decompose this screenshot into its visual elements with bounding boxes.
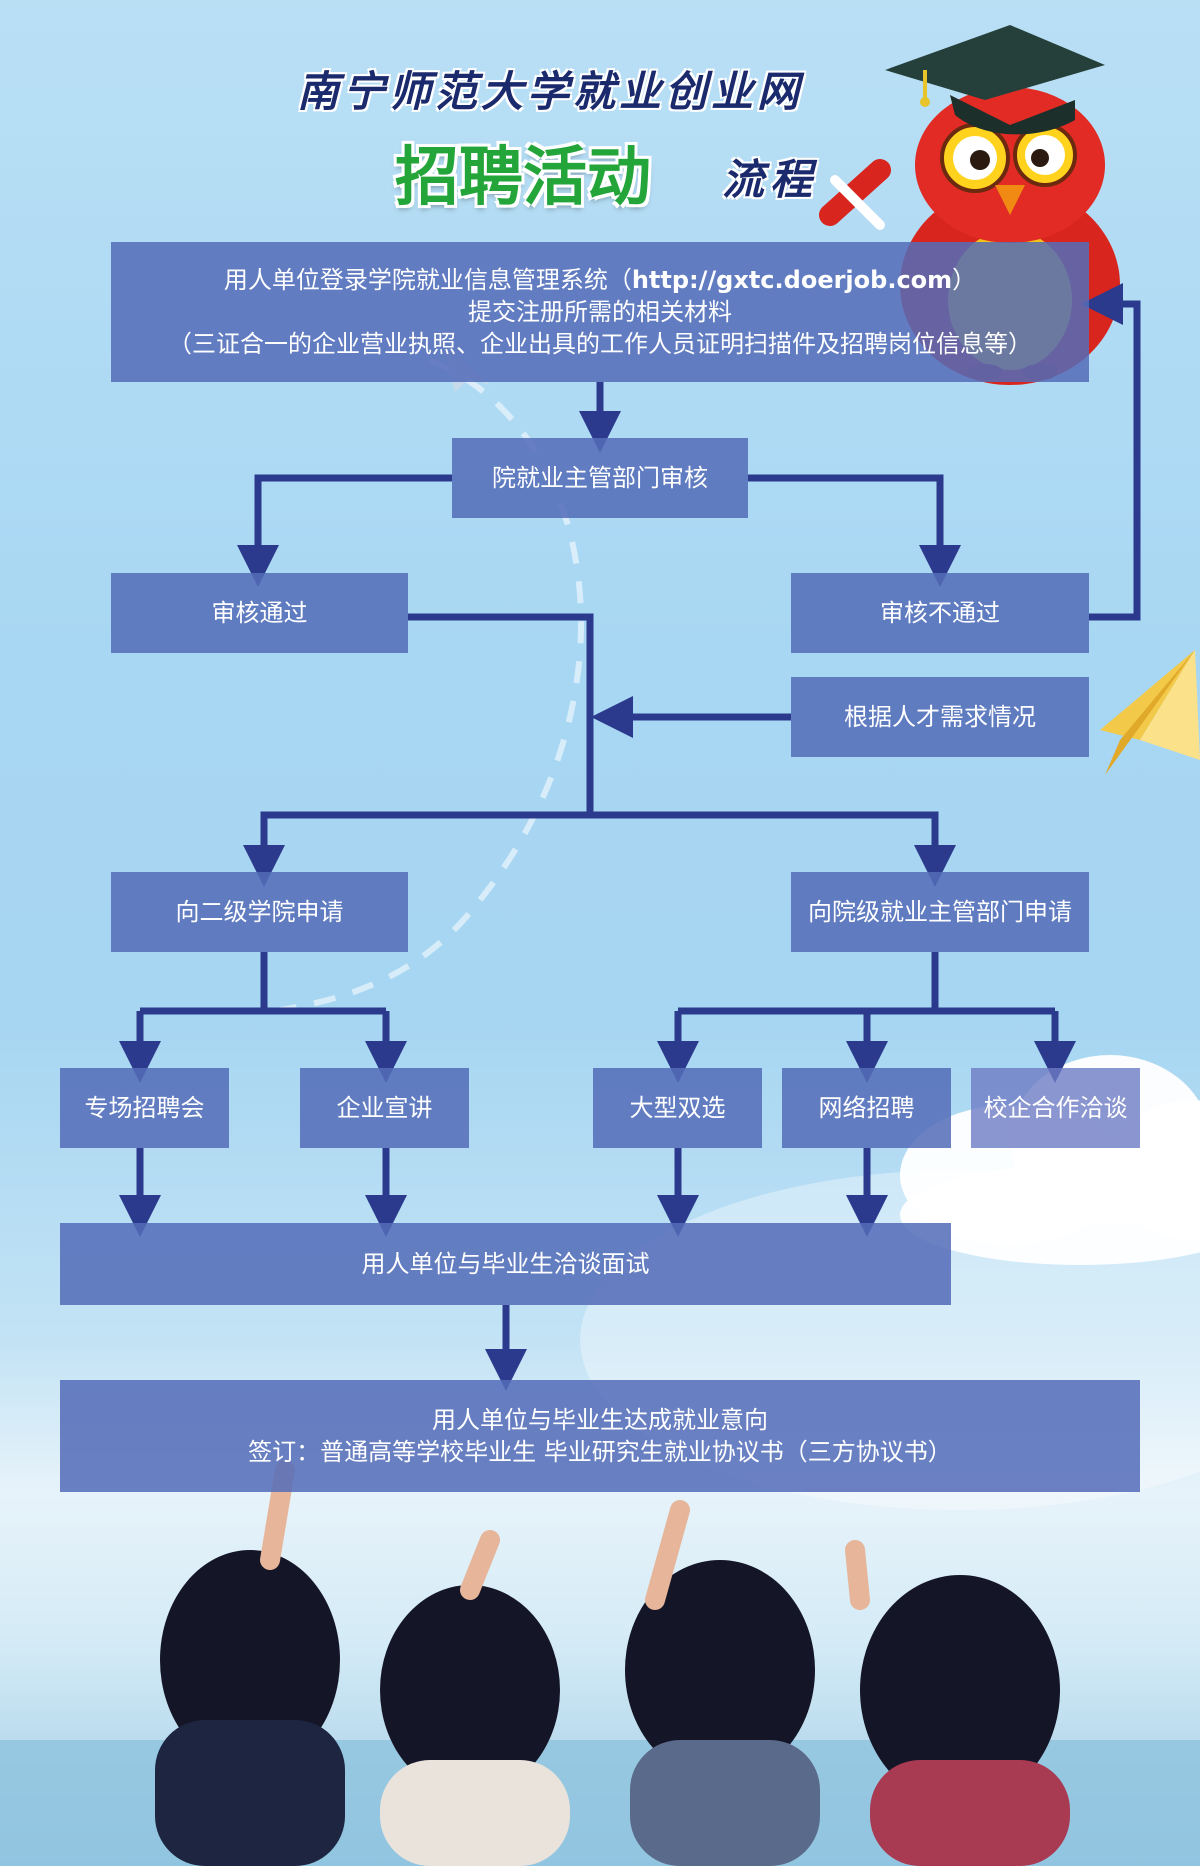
step-login-line2: 提交注册所需的相关材料 (468, 298, 732, 326)
step-login-line1: 用人单位登录学院就业信息管理系统（http://gxtc.doerjob.com… (223, 266, 977, 294)
arrow-review-to-rejected (748, 474, 961, 587)
line-college-branches (136, 952, 390, 1062)
arrow-review-to-approved (237, 474, 452, 587)
main-title: 招聘活动 (395, 141, 651, 215)
step-rejected: 审核不通过 (791, 573, 1089, 653)
line-dept-branches (678, 952, 1055, 1015)
step-online-recruit: 网络招聘 (782, 1068, 951, 1148)
line-approved-down (408, 613, 594, 815)
step-interview: 用人单位与毕业生洽谈面试 (60, 1223, 951, 1305)
site-title: 南宁师范大学就业创业网 (296, 67, 803, 116)
arrow-rejected-back-to-login (1081, 283, 1141, 621)
students-pointing (0, 1460, 1200, 1866)
arrow-to-apply-dept (590, 811, 956, 887)
step-large-fair: 大型双选 (593, 1068, 762, 1148)
step-review: 院就业主管部门审核 (452, 438, 748, 518)
graduation-cap-icon (885, 25, 1105, 135)
paper-plane-icon (1100, 650, 1200, 775)
step-special-fair: 专场招聘会 (60, 1068, 229, 1148)
step-approved: 审核通过 (111, 573, 408, 653)
final-line2: 签订：普通高等学校毕业生 毕业研究生就业协议书（三方协议书） (248, 1438, 952, 1466)
step-enterprise-talk: 企业宣讲 (300, 1068, 469, 1148)
step-login-submit: 用人单位登录学院就业信息管理系统（http://gxtc.doerjob.com… (111, 242, 1089, 382)
step-apply-college: 向二级学院申请 (111, 872, 408, 952)
step-school-enterprise: 校企合作洽谈 (971, 1068, 1140, 1148)
step-final-agreement: 用人单位与毕业生达成就业意向 签订：普通高等学校毕业生 毕业研究生就业协议书（三… (60, 1380, 1140, 1492)
step-login-line3: （三证合一的企业营业执照、企业出具的工作人员证明扫描件及招聘岗位信息等） (168, 330, 1032, 358)
final-line1: 用人单位与毕业生达成就业意向 (432, 1406, 768, 1434)
step-apply-dept: 向院级就业主管部门申请 (791, 872, 1089, 952)
main-title-suffix: 流程 (722, 155, 819, 204)
system-url: http://gxtc.doerjob.com (631, 266, 953, 294)
step-by-demand: 根据人才需求情况 (791, 677, 1089, 757)
arrow-to-apply-college (243, 811, 590, 887)
